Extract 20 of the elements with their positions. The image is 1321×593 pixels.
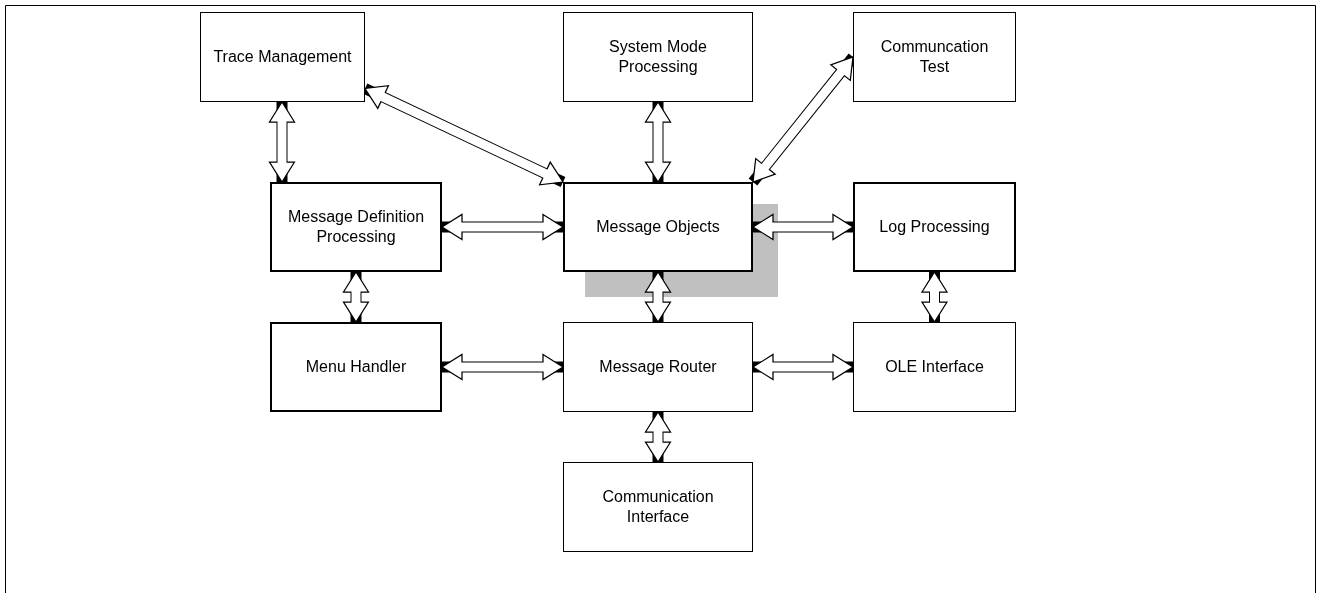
process-box <box>563 322 753 412</box>
process-box <box>853 322 1016 412</box>
process-box <box>200 12 365 102</box>
node-label: Communcation Test <box>879 37 990 77</box>
node-label: System Mode Processing <box>608 37 708 77</box>
node-label: Communication Interface <box>601 487 715 527</box>
process-box <box>563 462 753 552</box>
node-label: Log Processing <box>879 217 990 237</box>
node-label: OLE Interface <box>885 357 984 377</box>
node-label: Message Objects <box>596 217 720 237</box>
node-label: Trace Management <box>213 47 352 67</box>
process-box <box>563 182 753 272</box>
node-label: Menu Handler <box>305 357 407 377</box>
process-box <box>853 182 1016 272</box>
node-label: Message Router <box>599 357 717 377</box>
process-box <box>563 12 753 102</box>
process-box <box>853 12 1016 102</box>
node-label: Message Definition Processing <box>286 207 426 247</box>
process-box <box>270 322 442 412</box>
process-box <box>270 182 442 272</box>
